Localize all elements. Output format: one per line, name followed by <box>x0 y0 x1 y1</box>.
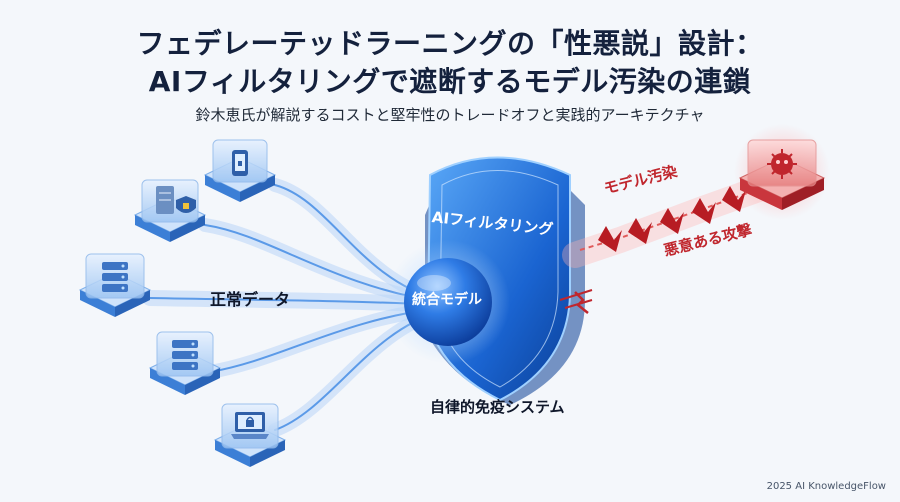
subtitle: 鈴木恵氏が解説するコストと堅牢性のトレードオフと実践的アーキテクチャ <box>195 106 705 124</box>
footer-credit: 2025 AI KnowledgeFlow <box>766 481 886 492</box>
server-stack-icon <box>102 262 128 292</box>
server-lock-icon <box>156 186 196 214</box>
client-node-server-lock <box>133 179 207 242</box>
client-node-mobile <box>203 139 277 202</box>
title-line-1: フェデレーテッドラーニングの「性悪説」設計： <box>136 27 764 60</box>
title-line-2: AIフィルタリングで遮断するモデル汚染の連鎖 <box>148 65 752 98</box>
laptop-lock-icon <box>231 412 269 439</box>
integrated-model-sphere <box>386 240 510 364</box>
mobile-device-icon <box>232 150 248 176</box>
client-node-server-stack-2 <box>148 331 222 395</box>
attack-arrows <box>598 186 746 252</box>
integrated-model-label: 統合モデル <box>412 292 482 308</box>
server-stack-icon <box>172 340 198 370</box>
normal-data-label: 正常データ <box>210 290 291 309</box>
malicious-node <box>734 124 830 220</box>
immune-system-label: 自律的免疫システム <box>430 398 565 416</box>
virus-icon <box>767 149 797 179</box>
client-node-laptop-lock <box>213 403 287 467</box>
client-node-server-stack-1 <box>78 253 152 317</box>
